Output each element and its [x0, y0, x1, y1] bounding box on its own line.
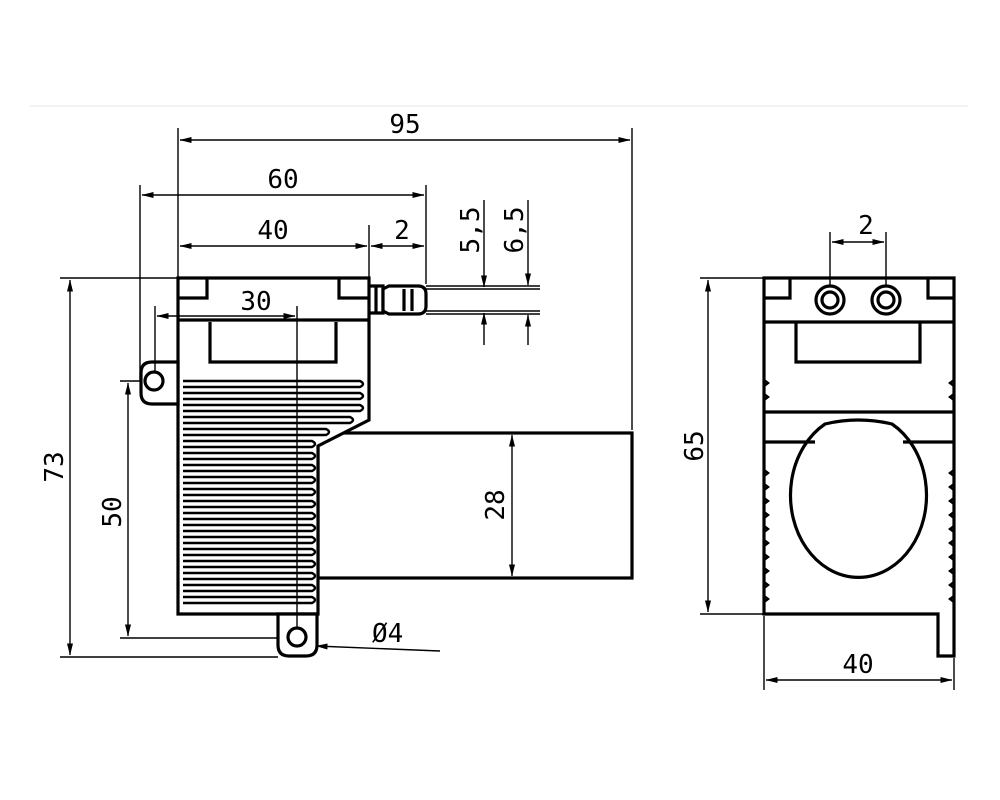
dim-port-spacing: 2 — [858, 211, 874, 241]
dim-motor-diameter: 28 — [481, 489, 511, 520]
left-mount-hole — [143, 370, 165, 392]
end-view-dimensions: 2 65 40 — [680, 211, 955, 690]
head-notch-left — [178, 278, 209, 300]
end-motor-circle — [788, 418, 929, 579]
port-right-inner — [876, 290, 896, 310]
side-view-dimensions: 95 60 40 2 5,5 6,5 30 73 50 28 Ø4 — [40, 110, 633, 658]
dim-end-height: 65 — [680, 430, 710, 461]
motor-body — [316, 431, 634, 580]
end-notch-left — [764, 278, 792, 300]
dim-nozzle-d1: 5,5 — [456, 207, 486, 254]
end-fin-edges-left — [763, 379, 770, 603]
side-view — [139, 276, 634, 658]
end-fin-edges-right — [948, 379, 955, 603]
head-notch-right — [337, 278, 369, 300]
dim-end-width: 40 — [842, 650, 873, 680]
dim-body-length: 40 — [257, 216, 288, 246]
end-pocket — [794, 322, 922, 364]
dim-nozzle-d2: 6,5 — [500, 207, 530, 254]
dim-overall-length: 95 — [389, 110, 420, 140]
end-body-outline — [762, 276, 956, 658]
head-pocket — [208, 322, 338, 364]
end-notch-right — [926, 278, 954, 300]
dim-nozzle-step: 2 — [394, 216, 410, 246]
dim-mount-height: 50 — [98, 496, 128, 527]
dim-tab-offset: 30 — [240, 287, 271, 317]
dim-hole-diameter: Ø4 — [372, 619, 403, 649]
leader-hole — [315, 643, 441, 652]
dim-overall-height: 73 — [40, 451, 70, 482]
end-view — [762, 276, 956, 658]
cooling-fins — [183, 379, 365, 605]
dim-head-length: 60 — [267, 165, 298, 195]
port-left-inner — [820, 290, 840, 310]
